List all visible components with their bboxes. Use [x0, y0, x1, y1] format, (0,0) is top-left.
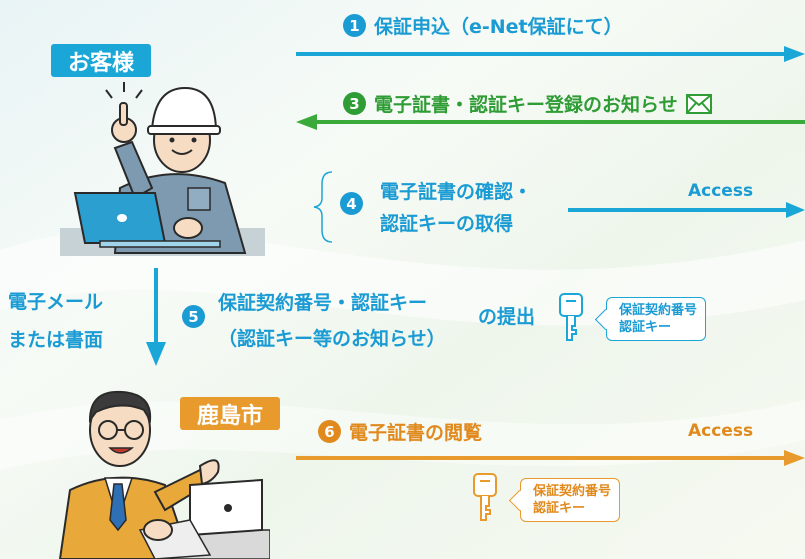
- step-5-line2: （認証キー等のお知らせ）: [218, 328, 446, 350]
- step-3-number: 3: [343, 92, 366, 115]
- step-5-note-line2: 認証キー: [619, 320, 672, 335]
- step-6-text: 電子証書の閲覧: [349, 422, 483, 444]
- step-4-brace: [313, 171, 333, 243]
- step-6-note: 保証契約番号 認証キー: [520, 478, 621, 522]
- step-1-text: 保証申込（e-Net保証にて）: [374, 16, 623, 38]
- step-4-number: 4: [340, 192, 363, 215]
- step-5-suffix: の提出: [478, 306, 536, 328]
- step-5-note-line1: 保証契約番号: [619, 303, 698, 318]
- step-5-line1: 保証契約番号・認証キー: [218, 292, 428, 314]
- step-1-number: 1: [343, 14, 366, 37]
- step-4-access-label: Access: [688, 181, 754, 201]
- step-5-number-wrap: 5: [182, 305, 213, 328]
- step-4-arrow: [568, 202, 805, 218]
- step-5-key-icon: [559, 293, 583, 341]
- step-6-note-line1: 保証契約番号: [533, 484, 612, 499]
- step-1-arrow: [296, 46, 805, 62]
- step-3-text: 電子証書・認証キー登録のお知らせ: [374, 94, 678, 116]
- step-6-label: 6 電子証書の閲覧: [318, 418, 482, 445]
- step-3-label: 3 電子証書・認証キー登録のお知らせ: [343, 90, 712, 117]
- side-label-line1: 電子メール: [8, 291, 104, 313]
- step-5-text: 保証契約番号・認証キー （認証キー等のお知らせ）: [218, 285, 446, 357]
- customer-label: お客様: [51, 44, 151, 77]
- step-5-number: 5: [182, 305, 205, 328]
- customer-worker-illustration: [60, 82, 265, 256]
- step-5-note: 保証契約番号 認証キー: [606, 297, 707, 341]
- side-label: 電子メール または書面: [8, 283, 103, 359]
- step-6-note-line2: 認証キー: [533, 501, 586, 516]
- side-label-line2: または書面: [8, 329, 104, 351]
- step-6-key-icon: [473, 473, 497, 521]
- step-4-line2: 認証キーの取得: [380, 213, 514, 235]
- envelope-icon: [685, 93, 712, 114]
- city-label: 鹿島市: [180, 397, 280, 430]
- city-official-illustration: [58, 390, 270, 559]
- down-arrow: [146, 268, 166, 366]
- step-6-number: 6: [318, 420, 341, 443]
- customer-label-text: お客様: [67, 50, 134, 76]
- step-4-line1: 電子証書の確認・: [380, 181, 533, 203]
- step-4-number-wrap: 4: [340, 192, 371, 215]
- step-6-access-label: Access: [688, 421, 754, 441]
- city-label-text: 鹿島市: [196, 403, 263, 429]
- step-6-arrow: [296, 450, 805, 466]
- step-3-arrow: [296, 114, 805, 130]
- step-1-label: 1 保証申込（e-Net保証にて）: [343, 12, 623, 39]
- step-4-text: 電子証書の確認・ 認証キーの取得: [380, 176, 532, 240]
